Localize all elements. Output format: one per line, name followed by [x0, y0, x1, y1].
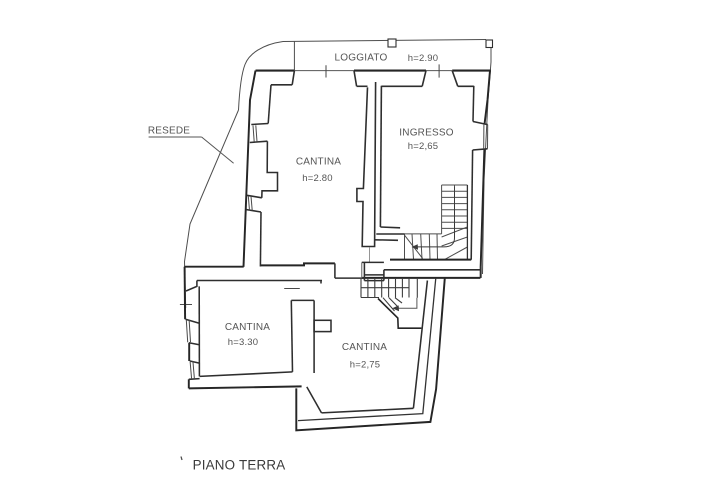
- svg-text:CANTINA: CANTINA: [296, 157, 341, 168]
- svg-text:PIANO TERRA: PIANO TERRA: [193, 458, 286, 473]
- svg-text:h=2,65: h=2,65: [408, 141, 439, 152]
- svg-text:h=2,75: h=2,75: [350, 360, 381, 371]
- svg-text:LOGGIATO: LOGGIATO: [335, 53, 388, 64]
- svg-text:h=2.90: h=2.90: [408, 53, 439, 64]
- svg-text:CANTINA: CANTINA: [225, 322, 270, 333]
- svg-text:RESEDE: RESEDE: [148, 126, 190, 137]
- svg-text:h=3.30: h=3.30: [228, 337, 259, 348]
- svg-text:CANTINA: CANTINA: [342, 342, 387, 353]
- svg-text:h=2.80: h=2.80: [302, 173, 333, 184]
- svg-text:INGRESSO: INGRESSO: [399, 128, 453, 139]
